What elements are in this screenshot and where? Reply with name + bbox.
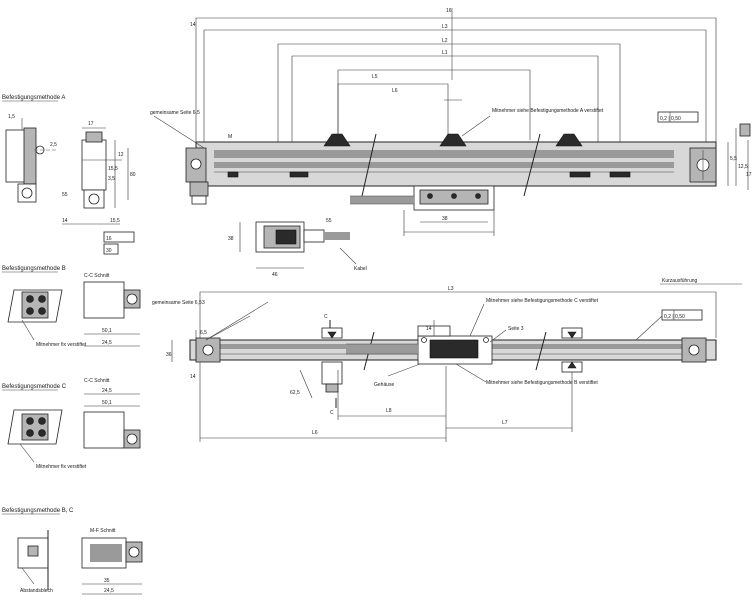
dim-c-1: 24,5 xyxy=(102,388,112,394)
dim-a-7: 80 xyxy=(130,172,136,178)
dim-bot-5: 36 xyxy=(166,352,172,358)
dim-c-2: 50,1 xyxy=(102,400,112,406)
dim-a-11: 16 xyxy=(106,236,112,242)
bottom-tolerance: 0,2 | 0,50 xyxy=(664,314,685,320)
dim-b-1: 50,1 xyxy=(102,328,112,334)
dim-bot-3: C xyxy=(324,314,328,320)
dim-top-1: 16 xyxy=(446,8,452,14)
bottom-view: Kurzausführung L3 xyxy=(152,278,742,442)
bottom-label-2: Seite 3 xyxy=(508,326,524,332)
dim-a-6: 12 xyxy=(118,152,124,158)
top-tolerance: 0,2 | 0,50 xyxy=(660,116,681,122)
bottom-label-4: gemeinsame Seite 6,5 xyxy=(152,300,202,306)
dim-a-5: 3,5 xyxy=(108,176,115,182)
dim-bot-4: C xyxy=(330,410,334,416)
dim-bc-2: 24,5 xyxy=(104,588,114,594)
section-c-title: Befestigungsmethode C xyxy=(2,384,67,390)
dim-top-7: L6 xyxy=(392,88,398,94)
dim-a-3: 17 xyxy=(88,121,94,127)
dim-top-5: 14 xyxy=(190,22,196,28)
section-b-note: Mitnehmer fix verstiftet xyxy=(36,342,87,348)
section-b-title: Befestigungsmethode B xyxy=(2,266,66,272)
top-view: 16 L3 L2 L1 14 L5 L6 M xyxy=(150,8,752,278)
dim-top-3: L2 xyxy=(442,38,448,44)
dim-a-12: 30 xyxy=(106,248,112,254)
dim-a-4: 15,5 xyxy=(108,166,118,172)
dim-top-low-3: 46 xyxy=(272,272,278,278)
dim-top-4: L1 xyxy=(442,50,448,56)
section-c-cut: C-C Schnitt xyxy=(84,378,110,384)
bottom-label-5: Gehäuse xyxy=(374,382,395,388)
dim-top-low-1: 38 xyxy=(442,216,448,222)
dim-top-2: L3 xyxy=(442,24,448,30)
bottom-title: Kurzausführung xyxy=(662,278,698,284)
dim-bot-7: 3 xyxy=(202,300,205,306)
dim-b-2: 24,5 xyxy=(102,340,112,346)
dim-top-low-4: 55 xyxy=(326,218,332,224)
dim-top-right-1: 5,5 xyxy=(730,156,737,162)
top-label-3: Kabel xyxy=(354,266,367,272)
section-bc: Befestigungsmethode B, C M-F Schnitt Abs… xyxy=(2,508,143,595)
section-c-note: Mitnehmer fix verstiftet xyxy=(36,464,87,470)
top-label-2: Mitnehmer siehe Befestigungsmethode A ve… xyxy=(492,108,604,114)
dim-a-9: 14 xyxy=(62,218,68,224)
dim-bot-10: L7 xyxy=(502,420,508,426)
dim-bot-1: L3 xyxy=(448,286,454,292)
section-b: Befestigungsmethode B Mitnehmer fix vers… xyxy=(2,266,141,348)
dim-bot-2: 62,5 xyxy=(290,390,300,396)
bottom-label-3: Mitnehmer siehe Befestigungsmethode B ve… xyxy=(486,380,598,386)
dim-top-6: L5 xyxy=(372,74,378,80)
section-bc-cut: M-F Schnitt xyxy=(90,528,116,534)
dim-a-2: 2,5 xyxy=(50,142,57,148)
dim-bot-12: 14 xyxy=(426,326,432,332)
section-c: Befestigungsmethode C C-C Schnitt 24,5 5… xyxy=(2,378,141,470)
dim-a-10: 15,5 xyxy=(110,218,120,224)
dim-bot-9: L8 xyxy=(386,408,392,414)
top-label-1: gemeinsame Seite 6,5 xyxy=(150,110,200,116)
dim-top-right-2: 12,5 xyxy=(738,164,748,170)
section-bc-note: Abstandsblech xyxy=(20,588,53,594)
dim-top-right-3: 17 xyxy=(746,172,752,178)
section-a: Befestigungsmethode A 1,5 2,5 17 15,5 3,… xyxy=(2,95,136,255)
bottom-label-1: Mitnehmer siehe Befestigungsmethode C ve… xyxy=(486,298,599,304)
dim-a-8: 55 xyxy=(62,192,68,198)
dim-bc-1: 35 xyxy=(104,578,110,584)
section-bc-title: Befestigungsmethode B, C xyxy=(2,508,74,514)
section-b-cut: C-C Schnitt xyxy=(84,273,110,279)
dim-top-8: M xyxy=(228,134,232,140)
dim-a-1: 1,5 xyxy=(8,114,15,120)
section-a-title: Befestigungsmethode A xyxy=(2,95,65,101)
dim-bot-6: 14 xyxy=(190,374,196,380)
dim-bot-11: L6 xyxy=(312,430,318,436)
dim-bot-8: 6,5 xyxy=(200,330,207,336)
dim-top-low-2: 38 xyxy=(228,236,234,242)
